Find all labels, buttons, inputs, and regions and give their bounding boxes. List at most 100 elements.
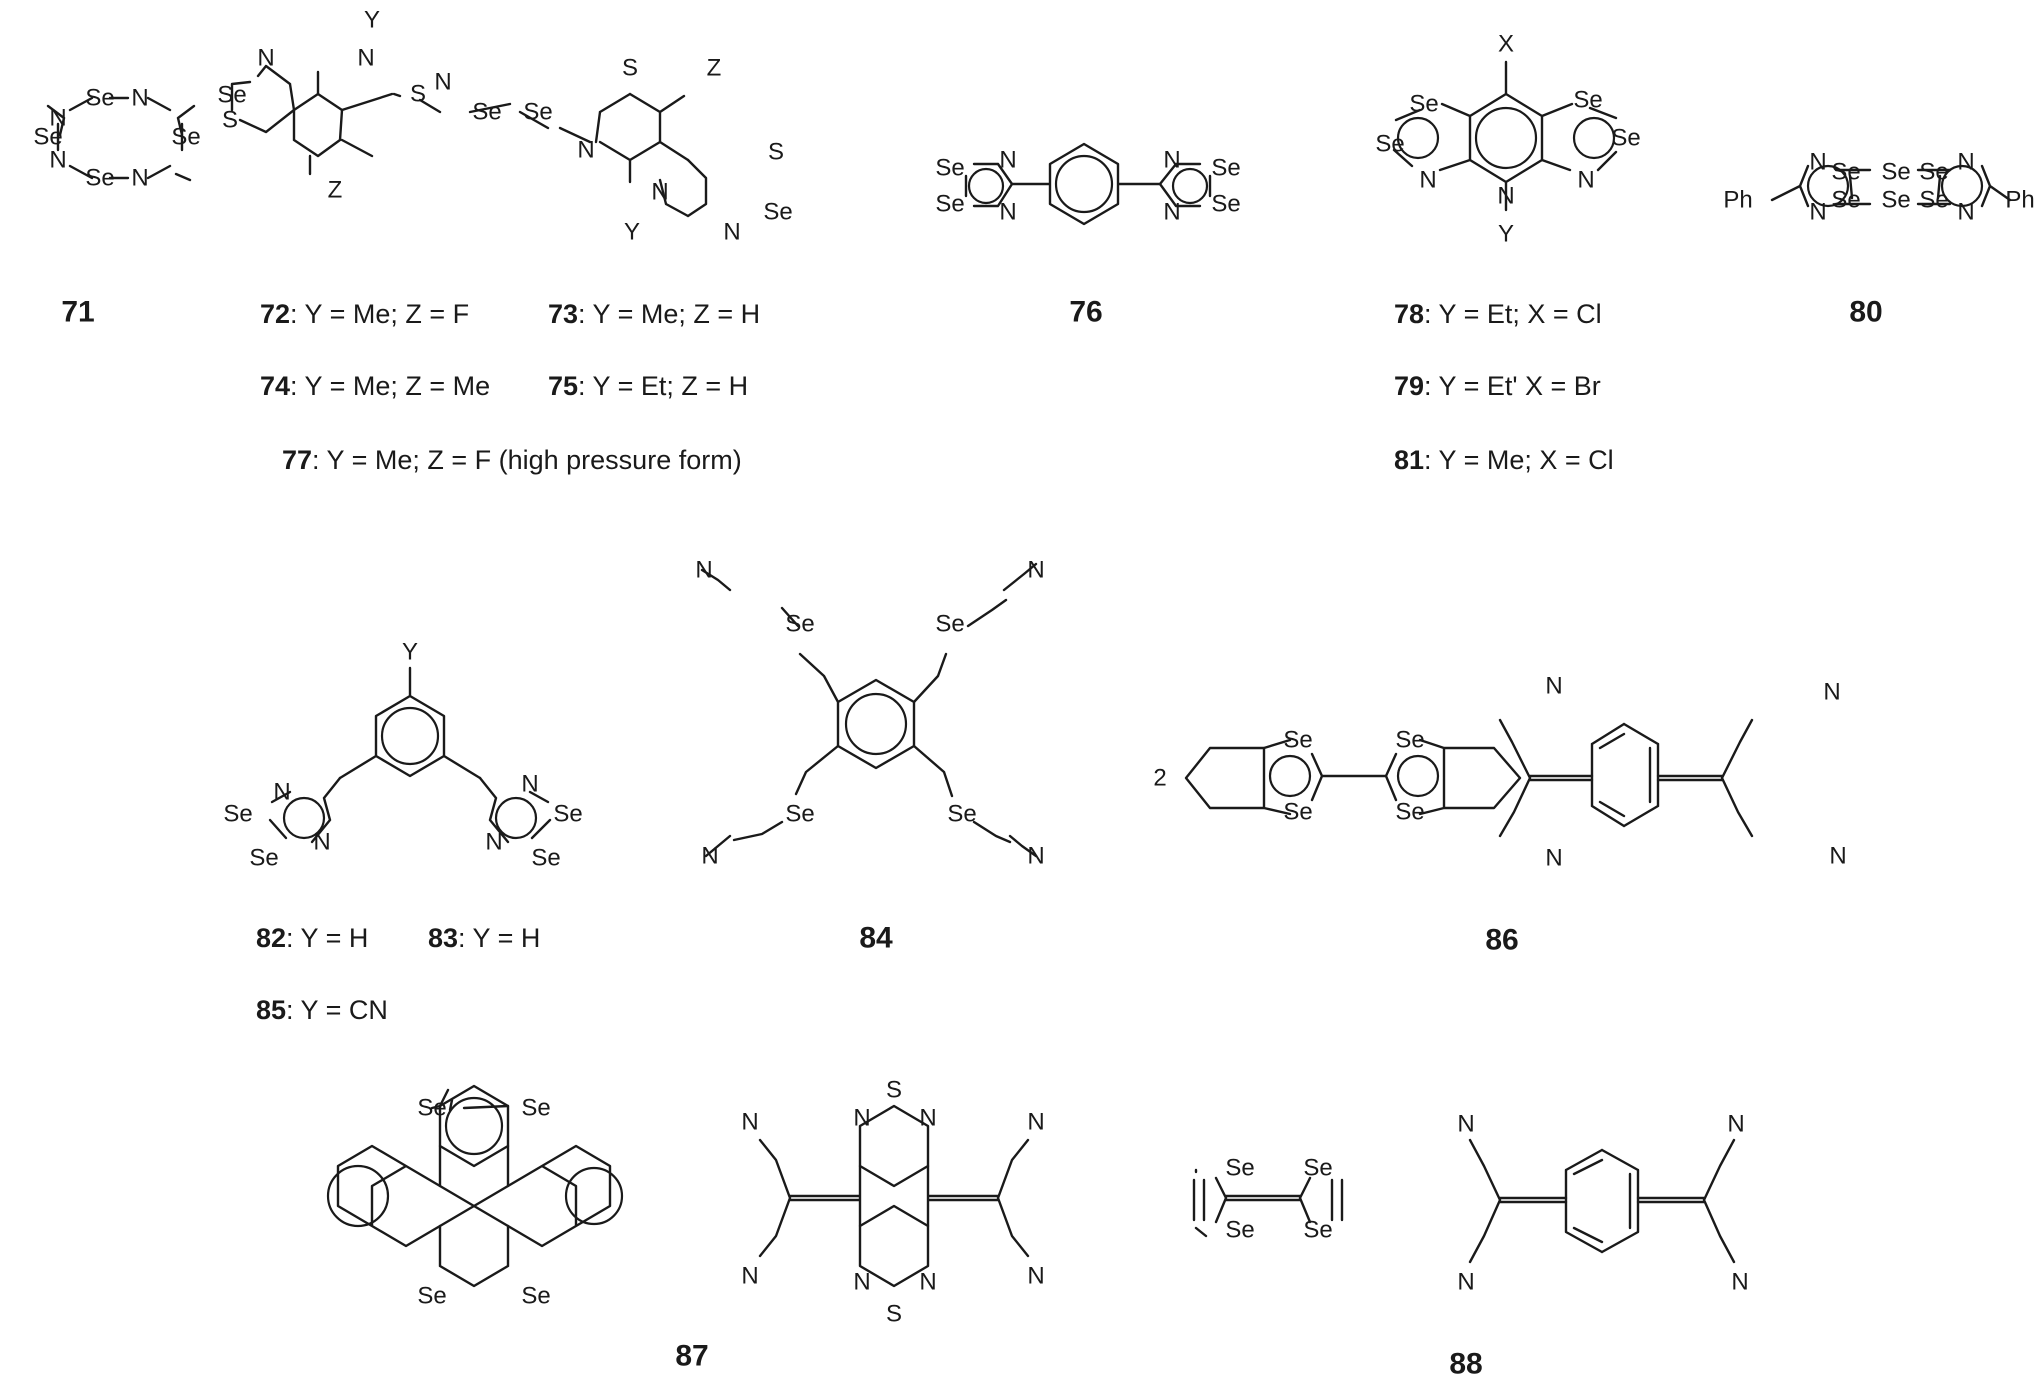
structure-72-77: Se N S Y N S Z N Se Se N S Z N Y S Se N (217, 7, 792, 246)
atom-n: N (1577, 167, 1594, 194)
atom-n: N (434, 69, 451, 96)
atom-n: N (1957, 199, 1974, 226)
atom-se: Se (249, 845, 278, 872)
atom-n: N (1823, 679, 1840, 706)
atom-se: Se (763, 199, 792, 226)
atom-se: Se (217, 82, 246, 109)
atom-se: Se (171, 124, 200, 151)
atom-n: N (357, 45, 374, 72)
atom-se: Se (33, 124, 62, 151)
atom-n: N (741, 1263, 758, 1290)
structure-82-85: Y N Se Se N N Se N Se (223, 639, 582, 872)
atom-se: Se (1919, 159, 1948, 186)
atom-n: N (1497, 183, 1514, 210)
atom-se: Se (223, 801, 252, 828)
atom-se: Se (1225, 1155, 1254, 1182)
atom-se: Se (521, 1095, 550, 1122)
atom-y: Y (624, 219, 640, 246)
atom-n: N (741, 1109, 758, 1136)
atom-se: Se (1831, 159, 1860, 186)
atom-y: Y (364, 7, 380, 34)
atom-se: Se (935, 191, 964, 218)
atom-se: Se (1881, 187, 1910, 214)
atom-se: Se (472, 99, 501, 126)
atom-s: S (886, 1077, 902, 1104)
atom-n: N (1545, 845, 1562, 872)
atom-n: N (1163, 199, 1180, 226)
compound-number-76: 76 (1069, 296, 1102, 329)
compound-number-87: 87 (675, 1340, 708, 1373)
atom-n: N (853, 1269, 870, 1296)
caption-83: 83: Y = H (428, 923, 541, 953)
atom-n: N (131, 85, 148, 112)
atom-n: N (919, 1269, 936, 1296)
atom-n: N (853, 1105, 870, 1132)
atom-se: Se (85, 165, 114, 192)
atom-s: S (410, 81, 426, 108)
coefficient-2: 2 (1153, 765, 1166, 792)
compound-number-71: 71 (61, 296, 94, 329)
atom-se: Se (521, 1283, 550, 1310)
compound-number-86: 86 (1485, 924, 1518, 957)
structure-88: Se Se Se Se N N N N 88 (1192, 1111, 1749, 1379)
structure-84: N Se Se N Se Se N N 84 (695, 557, 1044, 955)
atom-n: N (485, 829, 502, 856)
compound-number-84: 84 (859, 922, 893, 955)
atom-s: S (886, 1301, 902, 1328)
atom-n: N (1545, 673, 1562, 700)
atom-se: Se (1881, 159, 1910, 186)
atom-se: Se (1303, 1155, 1332, 1182)
atom-ph: Ph (1723, 187, 1752, 214)
atom-n: N (1809, 149, 1826, 176)
atom-se: Se (1225, 1217, 1254, 1244)
atom-ph: Ph (2005, 187, 2034, 214)
structure-80: Ph N Se Se Se N N Se Se Se N Ph 80 (1723, 149, 2034, 329)
atom-n: N (695, 557, 712, 584)
atom-n: N (1457, 1269, 1474, 1296)
atom-n: N (1829, 843, 1846, 870)
atom-n: N (273, 779, 290, 806)
atom-n: N (257, 45, 274, 72)
caption-77: 77: Y = Me; Z = F (high pressure form) (282, 445, 742, 475)
caption-85: 85: Y = CN (256, 995, 388, 1025)
atom-se: Se (785, 801, 814, 828)
caption-73: 73: Y = Me; Z = H (548, 299, 761, 329)
atom-n: N (1027, 1263, 1044, 1290)
atom-n: N (1457, 1111, 1474, 1138)
caption-74: 74: Y = Me; Z = Me (260, 371, 491, 401)
caption-72: 72: Y = Me; Z = F (260, 299, 470, 329)
atom-n: N (1027, 1109, 1044, 1136)
atom-se: Se (417, 1095, 446, 1122)
atom-se: Se (1283, 799, 1312, 826)
atom-s: S (222, 107, 238, 134)
atom-n: N (701, 843, 718, 870)
atom-n: N (999, 147, 1016, 174)
atom-se: Se (531, 845, 560, 872)
atom-se: Se (1283, 727, 1312, 754)
atom-se: Se (935, 611, 964, 638)
atom-n: N (1731, 1269, 1748, 1296)
atom-n: N (1727, 1111, 1744, 1138)
atom-se: Se (935, 155, 964, 182)
atom-se: Se (1375, 131, 1404, 158)
atom-se: Se (1611, 125, 1640, 152)
atom-n: N (1957, 149, 1974, 176)
caption-81: 81: Y = Me; X = Cl (1394, 445, 1614, 475)
atom-se: Se (785, 611, 814, 638)
atom-n: N (1419, 167, 1436, 194)
atom-se: Se (523, 99, 552, 126)
atom-se: Se (1395, 799, 1424, 826)
atom-se: Se (1409, 91, 1438, 118)
atom-se: Se (1831, 187, 1860, 214)
atom-se: Se (417, 1283, 446, 1310)
caption-79: 79: Y = Et' X = Br (1394, 371, 1601, 401)
atom-z: Z (707, 55, 722, 82)
atom-n: N (919, 1105, 936, 1132)
atom-s: S (622, 55, 638, 82)
caption-78: 78: Y = Et; X = Cl (1394, 299, 1602, 329)
atom-n: N (313, 829, 330, 856)
atom-s: S (768, 139, 784, 166)
caption-75: 75: Y = Et; Z = H (548, 371, 749, 401)
